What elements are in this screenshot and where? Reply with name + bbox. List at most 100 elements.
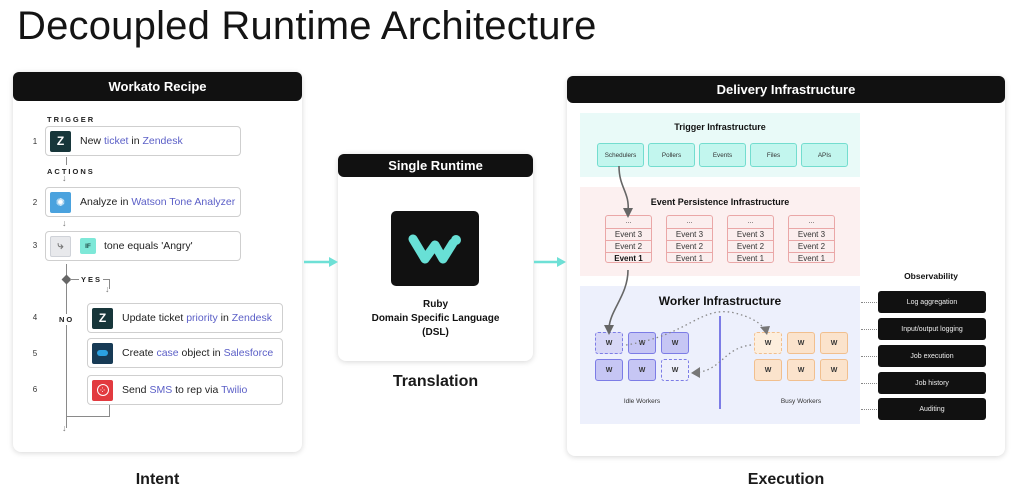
step-text-part: to rep via xyxy=(172,384,222,396)
step-text-part: in xyxy=(128,135,143,147)
highlighted-term: Twilio xyxy=(221,384,248,396)
arrow-down-icon: ↓ xyxy=(62,218,67,228)
highlighted-term: priority xyxy=(186,312,218,324)
event-row: Event 3 xyxy=(789,228,834,240)
event-persistence-zone: Event Persistence Infrastructure ... Even… xyxy=(580,187,860,276)
trigger-infrastructure-zone: Trigger Infrastructure Schedulers Poller… xyxy=(580,113,860,177)
step-text-part: in xyxy=(217,312,232,324)
idle-worker: W xyxy=(595,332,623,354)
idle-worker: W xyxy=(661,332,689,354)
step-text-part: Send xyxy=(122,384,150,396)
event-row: Event 1 xyxy=(667,252,712,264)
runtime-line-2: Domain Specific Language xyxy=(371,313,500,324)
no-label: NO xyxy=(59,314,75,325)
recipe-step-3[interactable]: ⤷ IF tone equals 'Angry' xyxy=(45,231,241,261)
step-text: Analyze in Watson Tone Analyzer xyxy=(80,196,235,208)
recipe-step-6[interactable]: ⁘ Send SMS to rep via Twilio xyxy=(87,375,283,405)
returning-idle-worker: W xyxy=(661,359,689,381)
watson-icon: ✺ xyxy=(50,191,71,213)
highlighted-term: Zendesk xyxy=(142,135,183,147)
single-runtime-panel: Single Runtime Ruby Domain Specific Lang… xyxy=(338,154,533,361)
twilio-icon: ⁘ xyxy=(92,379,113,401)
arrow-down-icon: ↓ xyxy=(62,423,67,433)
step-text-part: object in xyxy=(178,347,224,359)
worker-infrastructure-title: Worker Infrastructure xyxy=(658,294,782,308)
trigger-label: TRIGGER xyxy=(47,115,96,124)
recipe-step-1[interactable]: Z New ticket in Zendesk xyxy=(45,126,241,156)
trigger-item-pollers: Pollers xyxy=(648,143,695,167)
zendesk-icon: Z xyxy=(92,307,113,329)
recipe-step-4[interactable]: Z Update ticket priority in Zendesk xyxy=(87,303,283,333)
yes-connector xyxy=(109,279,110,289)
step-text-part: Create xyxy=(122,347,157,359)
delivery-header: Delivery Infrastructure xyxy=(567,76,1005,103)
step-text-part: Update ticket xyxy=(122,312,187,324)
delivery-infrastructure-panel: Delivery Infrastructure Trigger Infrastr… xyxy=(567,76,1005,456)
dotted-connector xyxy=(861,329,877,330)
idle-worker: W xyxy=(628,332,656,354)
event-row: Event 2 xyxy=(728,240,773,252)
observability-item-auditing: Auditing xyxy=(878,398,986,420)
event-row: Event 3 xyxy=(728,228,773,240)
dotted-connector xyxy=(861,302,877,303)
if-badge: IF xyxy=(80,238,96,254)
idle-workers-label: Idle Workers xyxy=(623,398,661,405)
arrow-down-icon: ↓ xyxy=(105,284,110,294)
workato-logo-icon xyxy=(408,234,461,263)
yes-connector xyxy=(103,279,109,280)
step-text: Send SMS to rep via Twilio xyxy=(122,384,247,396)
highlighted-term: Watson Tone Analyzer xyxy=(131,196,236,208)
step-number: 4 xyxy=(32,313,38,322)
runtime-header: Single Runtime xyxy=(338,154,533,177)
runtime-line-3: (DSL) xyxy=(422,327,449,338)
recipe-step-2[interactable]: ✺ Analyze in Watson Tone Analyzer xyxy=(45,187,241,217)
event-row: Event 2 xyxy=(606,240,651,252)
workato-recipe-panel: Workato Recipe TRIGGER ACTIONS ↓ ↓ ↓ YES… xyxy=(13,72,302,452)
worker-divider xyxy=(719,316,721,409)
step-text-part: New xyxy=(80,135,104,147)
event-persistence-title: Event Persistence Infrastructure xyxy=(650,197,790,207)
step-text: Update ticket priority in Zendesk xyxy=(122,312,272,324)
observability-item-io-logging: Input/output logging xyxy=(878,318,986,340)
highlighted-term: SMS xyxy=(149,384,173,396)
dotted-connector xyxy=(861,356,877,357)
step-text: Create case object in Salesforce xyxy=(122,347,273,359)
step-text-part: tone equals 'Angry' xyxy=(104,240,193,252)
step-text: tone equals 'Angry' xyxy=(104,240,193,252)
event-row: ... xyxy=(686,218,693,225)
zendesk-icon: Z xyxy=(50,130,71,152)
merge-connector xyxy=(66,416,110,417)
arrow-recipe-to-runtime xyxy=(304,257,338,267)
salesforce-icon xyxy=(92,342,113,364)
event-row: Event 2 xyxy=(789,240,834,252)
workato-logo xyxy=(391,211,479,286)
busy-worker: W xyxy=(754,359,782,381)
busy-worker: W xyxy=(787,332,815,354)
event-row: Event 1 xyxy=(606,252,651,264)
highlighted-term: case xyxy=(156,347,179,359)
dotted-connector xyxy=(861,383,877,384)
idle-worker: W xyxy=(628,359,656,381)
page-title: Decoupled Runtime Architecture xyxy=(17,4,597,48)
event-row: Event 1 xyxy=(789,252,834,264)
observability-title: Observability xyxy=(904,271,958,281)
step-number: 3 xyxy=(32,241,38,250)
worker-infrastructure-zone: Worker Infrastructure W W W W W W W W W … xyxy=(580,286,860,424)
recipe-step-5[interactable]: Create case object in Salesforce xyxy=(87,338,283,368)
event-row: ... xyxy=(808,218,815,225)
arrow-runtime-to-delivery xyxy=(534,257,566,267)
intent-caption: Intent xyxy=(135,471,180,488)
busy-worker: W xyxy=(754,332,782,354)
highlighted-term: Zendesk xyxy=(231,312,273,324)
observability-item-job-execution: Job execution xyxy=(878,345,986,367)
merge-connector xyxy=(109,405,110,416)
translation-caption: Translation xyxy=(392,373,479,390)
step-number: 2 xyxy=(32,198,38,207)
recipe-header: Workato Recipe xyxy=(13,72,302,101)
execution-caption: Execution xyxy=(747,471,825,488)
runtime-line-1: Ruby xyxy=(423,299,448,310)
